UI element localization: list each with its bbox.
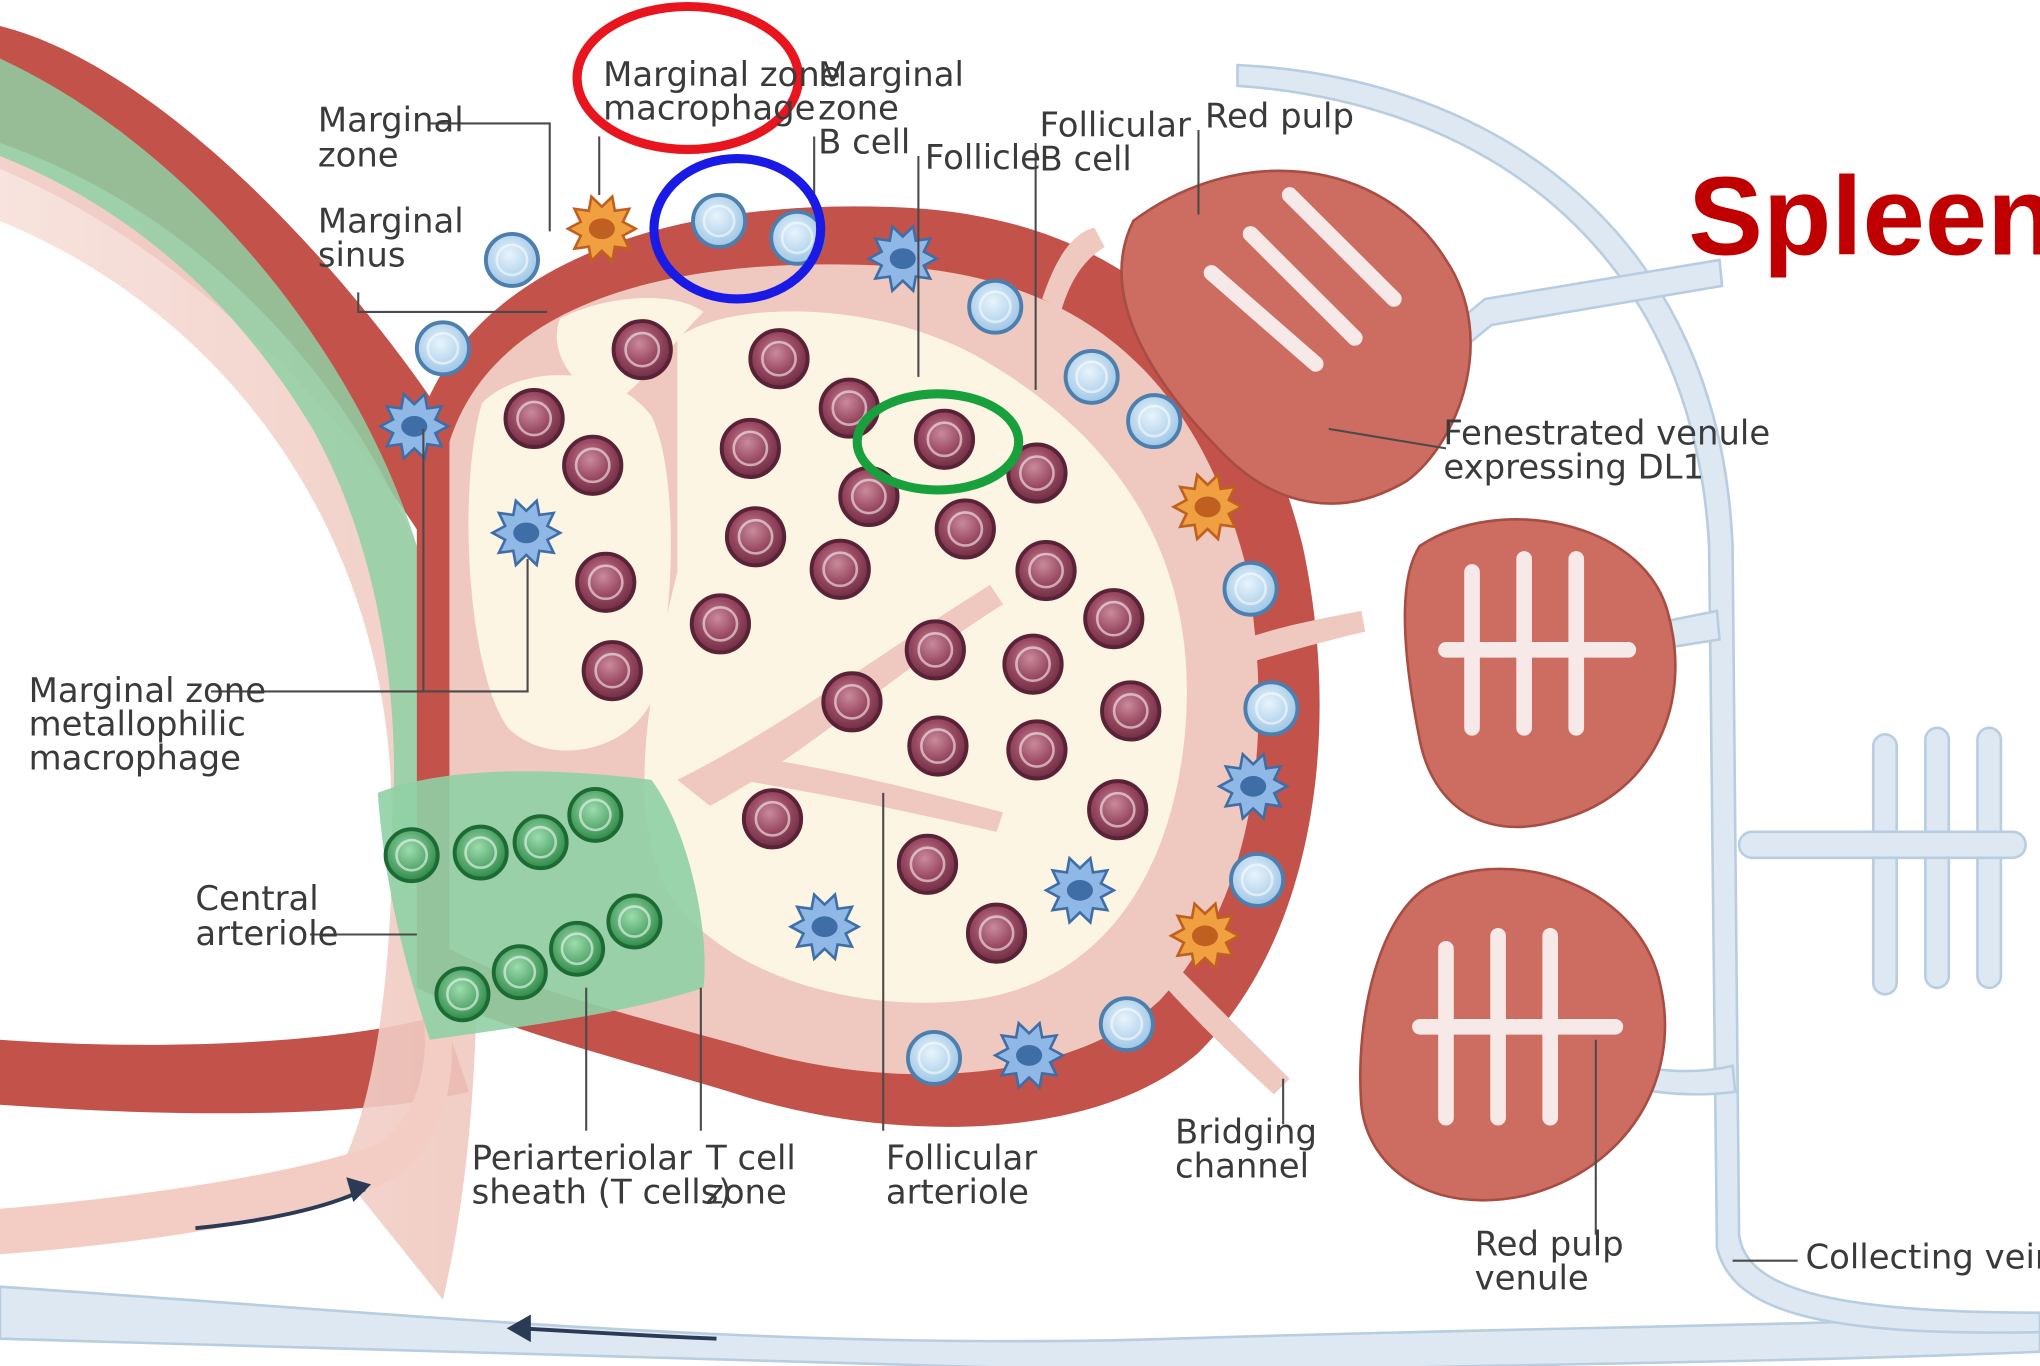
follicular-b-cell — [909, 717, 966, 774]
follicular-b-cell — [722, 420, 779, 477]
follicular-b-cell — [916, 411, 973, 468]
red-pulp-lobe — [1360, 869, 1665, 1200]
marginal-zone-b-cell — [1245, 682, 1297, 734]
marginal-zone-b-cell — [1101, 998, 1153, 1050]
t-cell — [608, 896, 660, 948]
marginal-zone-b-cell — [693, 195, 745, 247]
t-cell — [515, 816, 567, 868]
label-periarteriolar-sheath: Periarteriolar sheath (T cells) — [472, 1139, 732, 1212]
label-follicular-b-cell: Follicular B cell — [1040, 106, 1202, 179]
marginal-zone-b-cell — [908, 1032, 960, 1084]
follicular-b-cell — [1089, 781, 1146, 838]
marginal-zone-b-cell — [486, 234, 538, 286]
follicular-b-cell — [744, 790, 801, 847]
follicular-b-cell — [505, 390, 562, 447]
marginal-zone-b-cell — [1225, 563, 1277, 615]
follicular-b-cell — [614, 321, 671, 378]
label-red-pulp-venule: Red pulp venule — [1475, 1225, 1635, 1298]
follicular-b-cell — [564, 437, 621, 494]
label-marginal-sinus: Marginal sinus — [318, 202, 475, 275]
diagram-title: Spleen — [1688, 154, 2040, 279]
follicular-b-cell — [727, 508, 784, 565]
label-follicular-arteriole: Follicular arteriole — [886, 1139, 1048, 1212]
marginal-zone-b-cell — [1128, 395, 1180, 447]
label-central-arteriole: Central arteriole — [195, 879, 338, 953]
follicular-b-cell — [899, 836, 956, 893]
follicle-left — [468, 375, 670, 750]
label-red-pulp: Red pulp — [1205, 96, 1354, 135]
label-fenestrated-venule: Fenestrated venule expressing DL1 — [1443, 414, 1781, 487]
red-pulp-lobe — [1405, 519, 1675, 827]
label-t-cell-zone: T cell zone — [705, 1139, 807, 1212]
label-collecting-vein: Collecting vein — [1806, 1238, 2040, 1277]
marginal-zone-b-cell — [969, 281, 1021, 333]
follicular-b-cell — [1017, 542, 1074, 599]
label-metallophilic-macrophage: Marginal zone metallophilic macrophage — [29, 671, 277, 778]
follicular-b-cell — [692, 595, 749, 652]
marginal-zone-b-cell — [417, 322, 469, 374]
marginal-zone-macrophage-label: Marginal zone macrophage — [603, 55, 851, 128]
follicular-b-cell — [1085, 590, 1142, 647]
follicular-b-cell — [968, 905, 1025, 962]
follicular-b-cell — [1102, 682, 1159, 739]
marginal-zone-b-cell — [1231, 854, 1283, 906]
bottom-vein — [0, 1287, 2040, 1366]
label-bridging-channel: Bridging channel — [1175, 1113, 1328, 1186]
label-marginal-zone: Marginal zone — [318, 100, 475, 174]
follicular-b-cell — [1004, 636, 1061, 693]
follicular-b-cell — [823, 673, 880, 730]
follicular-b-cell — [937, 500, 994, 557]
follicular-b-cell — [750, 330, 807, 387]
label-follicle: Follicle — [925, 138, 1041, 177]
follicular-b-cell — [821, 380, 878, 437]
t-cell — [551, 923, 603, 975]
t-cell — [436, 968, 488, 1020]
follicular-b-cell — [577, 554, 634, 611]
t-cell — [494, 946, 546, 998]
follicular-b-cell — [584, 642, 641, 699]
marginal-zone-b-cell — [1066, 351, 1118, 403]
t-cell — [386, 829, 438, 881]
t-cell — [569, 789, 621, 841]
follicular-b-cell — [1008, 721, 1065, 778]
follicular-b-cell — [907, 621, 964, 678]
follicular-b-cell — [812, 541, 869, 598]
t-cell — [455, 827, 507, 879]
